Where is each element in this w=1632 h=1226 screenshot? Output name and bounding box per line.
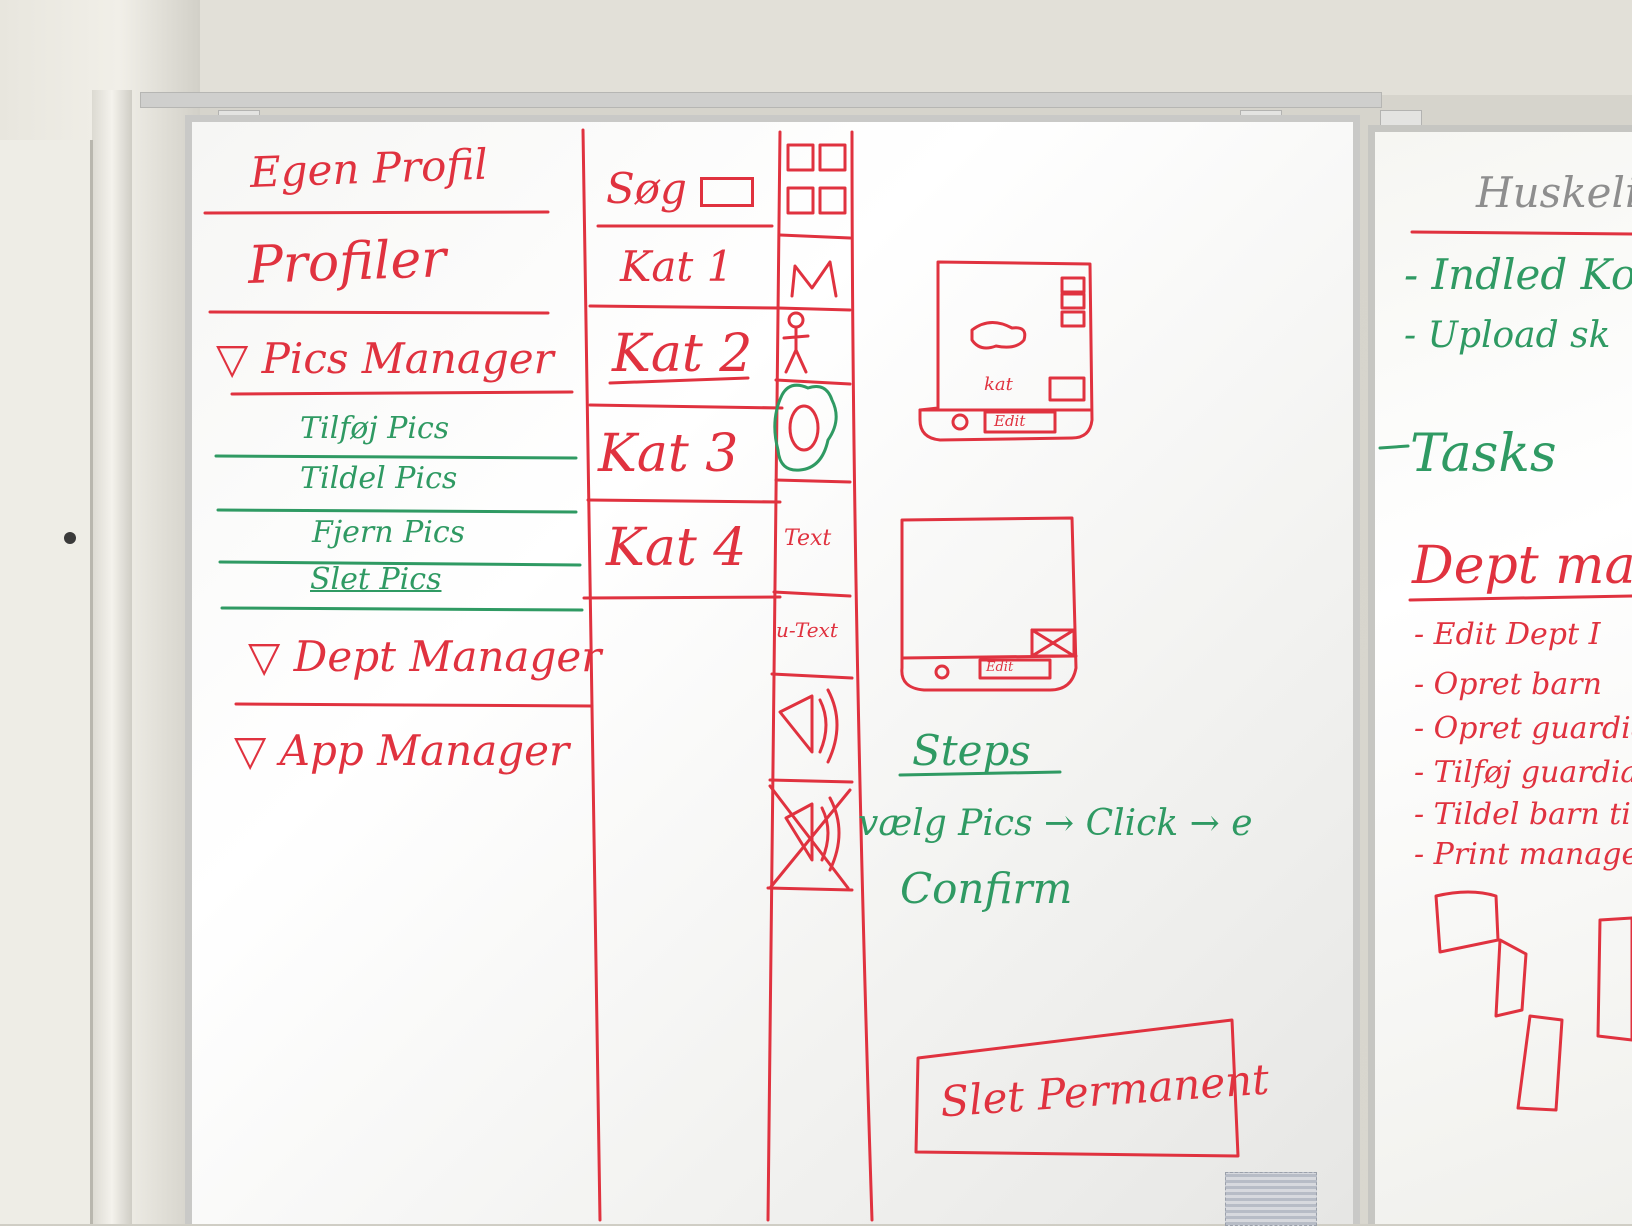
right-board-item: - Upload sk	[1404, 315, 1611, 356]
nav-pics-manager-label: Pics Manager	[261, 334, 554, 383]
nav-egen-profil[interactable]: Egen Profil	[249, 139, 489, 197]
category-kat-2[interactable]: Kat 2	[612, 324, 753, 384]
right-board-dept-item: - Edit Dept I	[1414, 617, 1601, 652]
whiteboard-main	[185, 115, 1360, 1224]
whiteboard-right	[1368, 125, 1632, 1224]
right-board-dept-item: - Tilføj guardia	[1414, 755, 1632, 790]
right-board-item: - Indled Ko	[1404, 250, 1632, 299]
right-board-dept-item: - Opret guardia	[1414, 711, 1632, 746]
door-frame	[92, 90, 132, 1224]
steps-heading: Steps	[912, 726, 1031, 775]
nav-dept-manager[interactable]: ▽ Dept Manager	[248, 636, 601, 678]
category-kat-3[interactable]: Kat 3	[598, 424, 739, 484]
nav-dept-manager-label: Dept Manager	[293, 632, 602, 681]
right-board-dept-item: - Opret barn	[1414, 667, 1602, 702]
preview2-edit-button[interactable]: Edit	[986, 660, 1014, 675]
expand-triangle-icon: ▽	[216, 334, 249, 383]
nav-tildel-pics[interactable]: Tildel Pics	[300, 461, 458, 496]
u-text-tool-button[interactable]: u-Text	[776, 618, 838, 642]
steps-line-2: Confirm	[900, 864, 1073, 913]
right-board-dept-item: - Tildel barn ti	[1414, 797, 1631, 832]
board-rail	[140, 92, 1382, 108]
expand-triangle-icon: ▽	[234, 726, 267, 775]
search-label: Søg	[606, 164, 687, 213]
right-board-dept-heading: Dept man	[1412, 536, 1632, 596]
nav-pics-manager[interactable]: ▽ Pics Manager	[216, 338, 554, 380]
nav-tilfoj-pics[interactable]: Tilføj Pics	[300, 411, 450, 446]
nav-slet-pics[interactable]: Slet Pics	[310, 562, 442, 597]
expand-triangle-icon: ▽	[248, 632, 281, 681]
nav-app-manager[interactable]: ▽ App Manager	[234, 730, 569, 772]
search-field-icon[interactable]	[700, 177, 755, 207]
right-board-tasks: Tasks	[1410, 424, 1557, 484]
eraser	[1225, 1172, 1317, 1226]
nav-app-manager-label: App Manager	[279, 726, 570, 775]
right-board-dept-item: - Print manage	[1414, 837, 1632, 872]
nav-fjern-pics[interactable]: Fjern Pics	[312, 515, 466, 550]
right-board-title: Huskeliste	[1476, 168, 1632, 217]
category-kat-4[interactable]: Kat 4	[606, 518, 747, 578]
text-tool-button[interactable]: Text	[784, 526, 832, 551]
door-knob	[64, 532, 76, 544]
door	[0, 140, 93, 1224]
ceiling	[0, 0, 1632, 95]
category-search[interactable]: Søg	[606, 168, 755, 210]
steps-line-1: vælg Pics → Click → e	[858, 803, 1253, 844]
preview-edit-button[interactable]: Edit	[994, 412, 1026, 430]
category-kat-1[interactable]: Kat 1	[620, 242, 734, 291]
nav-profiler[interactable]: Profiler	[246, 229, 448, 296]
preview-kat-label: kat	[984, 374, 1013, 395]
